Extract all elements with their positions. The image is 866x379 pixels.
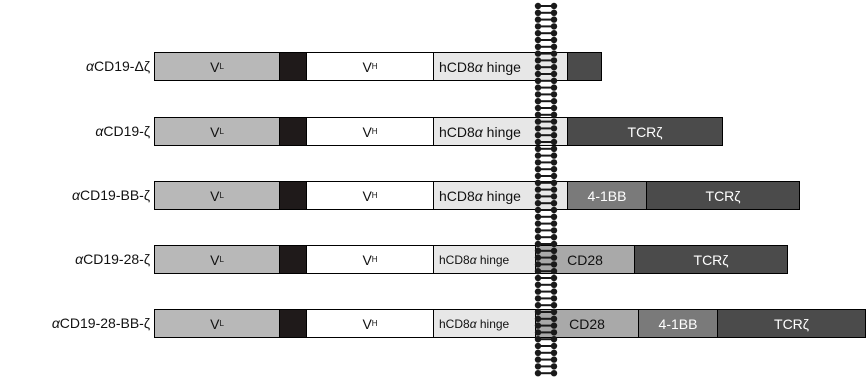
segment-tail: hinge [482, 187, 521, 204]
construct-label-name: CD19-28-BB-ζ [59, 315, 150, 331]
segment-text: V [210, 315, 220, 332]
segment-subscript: H [371, 127, 378, 136]
construct-label-alpha: α [51, 315, 60, 331]
segment-text: hCD8 [439, 252, 470, 267]
segment-text: 4-1BB [658, 315, 698, 332]
segment-subscript: H [371, 62, 378, 71]
segment-text: V [210, 123, 220, 140]
segment-text: V [362, 251, 372, 268]
segment-text: V [362, 123, 372, 140]
construct-label-name: CD19-Δζ [94, 58, 150, 74]
segment-greek: α [474, 187, 483, 204]
construct-label-name: CD19-BB-ζ [80, 187, 150, 203]
cell-membrane-lipid-bilayer [534, 2, 558, 377]
construct-label: αCD19-ζ [0, 121, 150, 141]
segment-text: V [362, 315, 372, 332]
segment-bb: 4-1BB [567, 181, 647, 210]
segment-linker [279, 52, 307, 81]
segment-greek: α [474, 58, 483, 75]
segment-tail: hinge [476, 252, 510, 267]
segment-tcr: TCRζ [634, 245, 788, 274]
construct-label-alpha: α [75, 251, 84, 267]
segment-subscript: H [371, 319, 378, 328]
construct-label: αCD19-28-ζ [0, 249, 150, 269]
segment-text: hCD8 [439, 187, 475, 204]
segment-linker [279, 245, 307, 274]
construct-label-alpha: α [72, 187, 81, 203]
construct-label-alpha: α [95, 123, 104, 139]
segment-tcr: TCRζ [646, 181, 800, 210]
segment-tail: hinge [482, 123, 521, 140]
segment-text: CD28 [569, 315, 605, 332]
construct-label-name: CD19-28-ζ [83, 251, 150, 267]
segment-subscript: L [219, 127, 224, 136]
segment-text: V [210, 58, 220, 75]
segment-tcr: TCRζ [567, 117, 723, 146]
segment-subscript: H [371, 255, 378, 264]
segment-bb: 4-1BB [638, 309, 718, 338]
construct-label: αCD19-28-BB-ζ [0, 313, 150, 333]
segment-text: TCRζ [693, 251, 729, 268]
construct-label: αCD19-BB-ζ [0, 185, 150, 205]
segment-tail: hinge [482, 58, 521, 75]
segment-subscript: L [219, 191, 224, 200]
segment-text: V [210, 187, 220, 204]
segment-greek: α [469, 316, 477, 331]
segment-greek: α [474, 123, 483, 140]
segment-text: V [362, 58, 372, 75]
segment-text: TCRζ [705, 187, 741, 204]
segment-text: V [362, 187, 372, 204]
segment-linker [279, 117, 307, 146]
segment-text: TCRζ [627, 123, 663, 140]
segment-text: hCD8 [439, 316, 470, 331]
segment-stub [567, 52, 602, 81]
segment-tail: hinge [476, 316, 510, 331]
segment-text: hCD8 [439, 123, 475, 140]
segment-tcr: TCRζ [717, 309, 866, 338]
segment-text: CD28 [567, 251, 603, 268]
construct-label-alpha: α [86, 58, 95, 74]
segment-subscript: L [219, 319, 224, 328]
construct-label-name: CD19-ζ [103, 123, 150, 139]
segment-subscript: L [219, 62, 224, 71]
segment-text: hCD8 [439, 58, 475, 75]
segment-linker [279, 181, 307, 210]
segment-text: 4-1BB [587, 187, 627, 204]
segment-linker [279, 309, 307, 338]
segment-text: V [210, 251, 220, 268]
construct-label: αCD19-Δζ [0, 56, 150, 76]
segment-subscript: H [371, 191, 378, 200]
segment-subscript: L [219, 255, 224, 264]
segment-greek: α [469, 252, 477, 267]
segment-text: TCRζ [774, 315, 809, 332]
